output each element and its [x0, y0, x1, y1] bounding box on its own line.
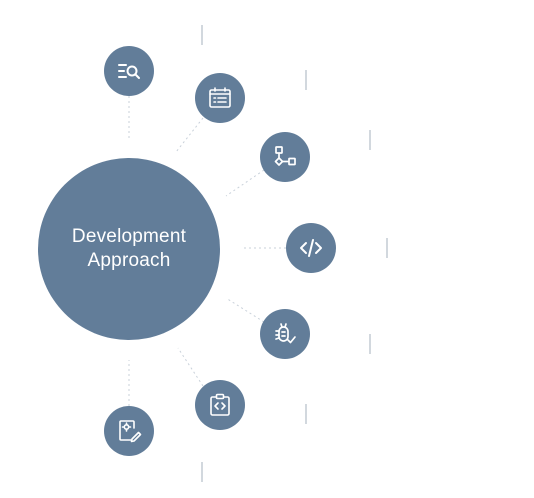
- connector-line-3: [225, 169, 265, 197]
- calendar-list-icon: [209, 87, 231, 108]
- tick-mark-6: [305, 404, 307, 424]
- node-planning[interactable]: [195, 73, 245, 123]
- node-testing[interactable]: [260, 309, 310, 359]
- node-research[interactable]: [104, 46, 154, 96]
- node-deployment[interactable]: [195, 380, 245, 430]
- tick-mark-4: [386, 238, 388, 258]
- node-maintenance[interactable]: [104, 406, 154, 456]
- node-development[interactable]: [286, 223, 336, 273]
- tick-mark-7: [201, 462, 203, 482]
- node-design[interactable]: [260, 132, 310, 182]
- connector-line-6: [177, 347, 204, 387]
- center-label: Development Approach: [71, 226, 187, 271]
- code-brackets-icon: [300, 239, 322, 257]
- center-hub: Development Approach: [38, 158, 220, 340]
- search-list-icon: [118, 64, 140, 79]
- connector-line-5: [225, 297, 265, 323]
- tick-mark-2: [305, 70, 307, 90]
- connector-line-2: [175, 117, 204, 153]
- flowchart-icon: [274, 146, 296, 166]
- tick-mark-5: [369, 334, 371, 354]
- clipboard-code-icon: [210, 393, 230, 416]
- tick-mark-3: [369, 130, 371, 150]
- settings-edit-document-icon: [119, 420, 142, 443]
- tick-mark-1: [201, 25, 203, 45]
- bug-check-icon: [275, 323, 296, 344]
